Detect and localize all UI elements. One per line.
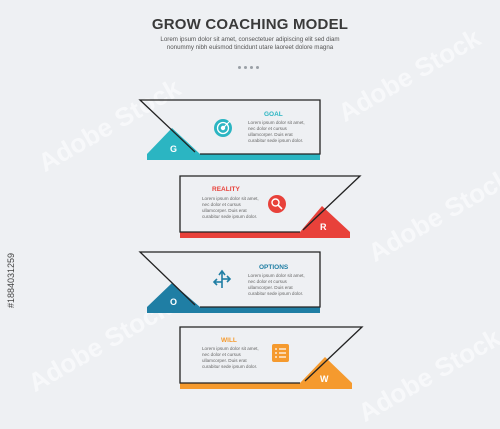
stage-goal-desc: Lorem ipsum dolor sit amet, nec dolor et… xyxy=(248,120,305,143)
stage-options-title: OPTIONS xyxy=(259,264,289,271)
search-icon xyxy=(268,195,286,213)
watermark-id: #1884031259 xyxy=(6,252,16,308)
stage-goal-title: GOAL xyxy=(264,111,283,118)
watermark: Adobe Stock xyxy=(22,292,176,398)
target-icon xyxy=(214,119,232,137)
stage-reality-desc: Lorem ipsum dolor sit amet, nec dolor et… xyxy=(202,196,259,219)
stage-will-letter: W xyxy=(320,374,329,384)
stage-reality-title: REALITY xyxy=(212,186,240,193)
stage-options-desc: Lorem ipsum dolor sit amet, nec dolor et… xyxy=(248,273,305,296)
watermark: Adobe Stock xyxy=(32,72,186,178)
stage-will-title: WILL xyxy=(221,337,237,344)
watermark: Adobe Stock xyxy=(352,322,500,428)
checklist-icon xyxy=(272,344,289,362)
stage-reality-letter: R xyxy=(320,222,327,232)
page-subtitle: Lorem ipsum dolor sit amet, consectetuer… xyxy=(160,36,340,51)
page-title: GROW COACHING MODEL xyxy=(151,16,349,33)
watermark: Adobe Stock xyxy=(362,162,500,268)
directions-icon xyxy=(212,270,232,290)
stage-goal-letter: G xyxy=(170,144,178,154)
stage-will-desc: Lorem ipsum dolor sit amet, nec dolor et… xyxy=(202,346,259,369)
stage-options-letter: O xyxy=(170,297,178,307)
pagination-dots xyxy=(238,66,259,69)
watermark: Adobe Stock xyxy=(332,22,486,128)
